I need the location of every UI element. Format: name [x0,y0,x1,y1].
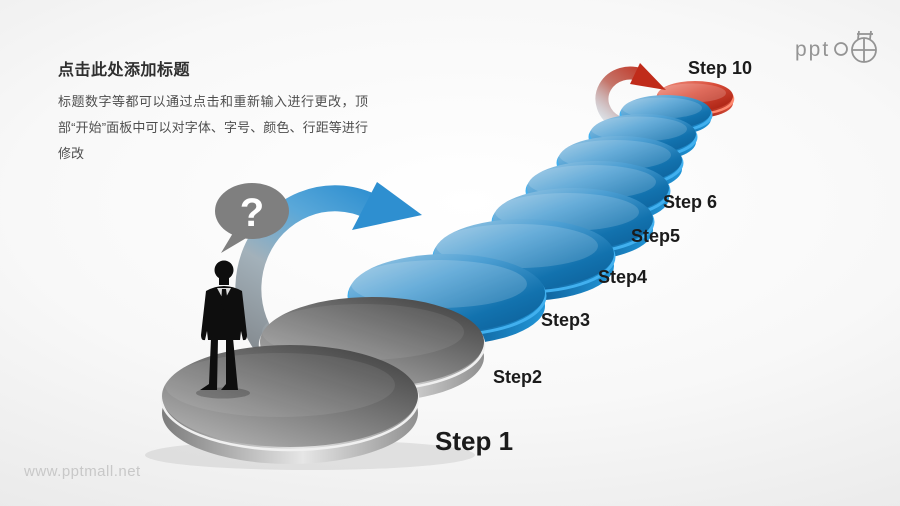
step-4-label: Step4 [598,267,647,287]
logo-text: ppt [795,38,830,61]
title-placeholder: 点击此处添加标题 标题数字等都可以通过点击和重新输入进行更改，顶部“开始”面板中… [58,56,368,167]
step-5-label: Step5 [631,226,680,246]
step-10-label: Step 10 [688,58,752,78]
step-1-label: Step 1 [435,426,513,456]
watermark: www.pptmall.net [24,463,141,480]
question-mark: ? [240,191,264,235]
question-bubble-icon: ? [215,183,289,253]
slide-body-text: 标题数字等都可以通过点击和重新输入进行更改，顶部“开始”面板中可以对字体、字号、… [58,94,368,161]
person-shadow [196,387,250,399]
slide-title: 点击此处添加标题 [58,62,191,79]
circular-arrow-red-icon [595,63,666,128]
step-3-label: Step3 [541,310,590,330]
person-silhouette [196,260,250,399]
pptmall-logo: ppt [795,30,877,63]
step-6-label: Step 6 [663,192,717,212]
step-2-label: Step2 [493,367,542,387]
step-1-disc [160,345,420,464]
